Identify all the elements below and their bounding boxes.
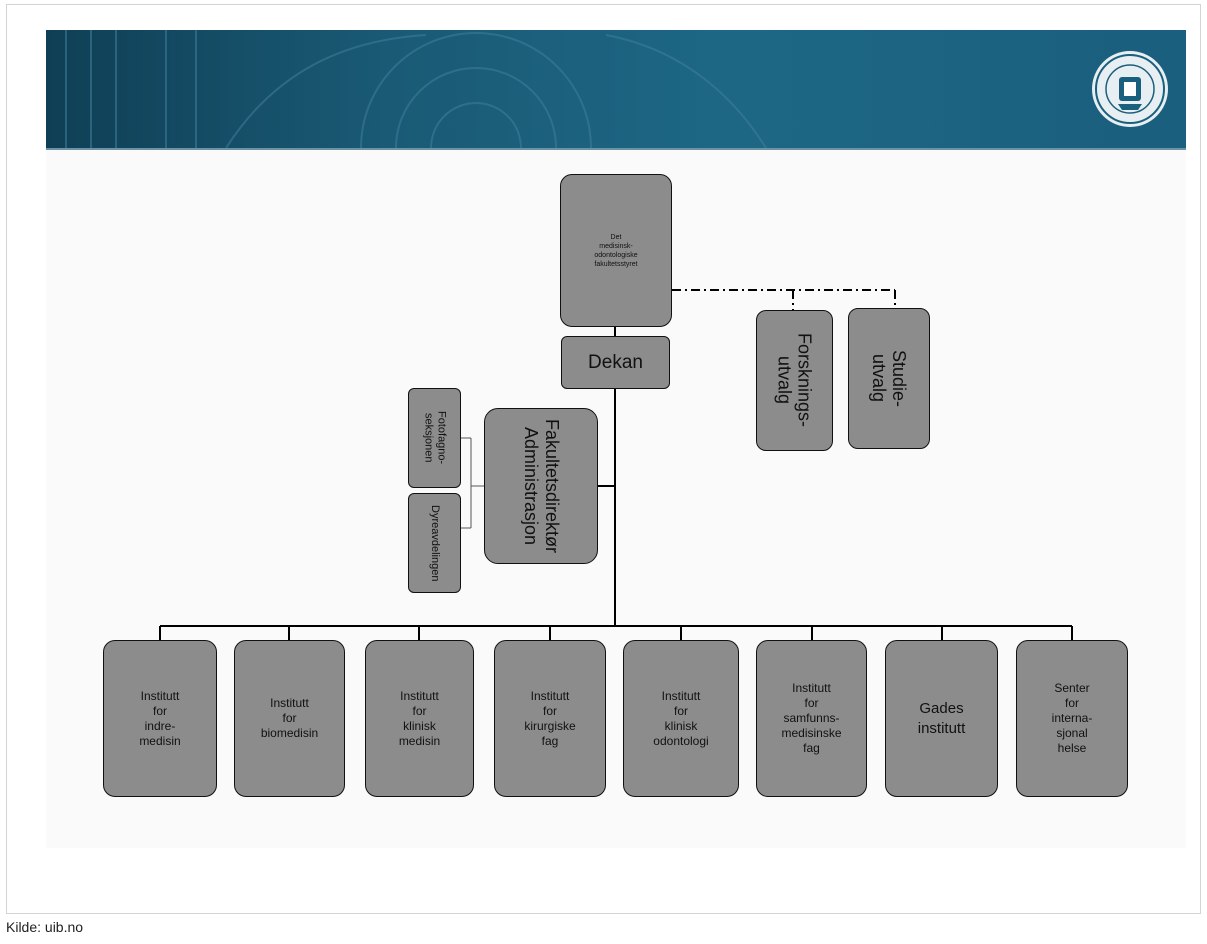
source-caption: Kilde: uib.no bbox=[6, 919, 83, 935]
committee-label-forskning: Forsknings- utvalg bbox=[775, 333, 815, 427]
board-box: Det medisinsk- odontologiske fakultetsst… bbox=[560, 174, 672, 327]
committee-box-studie: Studie- utvalg bbox=[848, 308, 930, 449]
committee-box-forskning: Forsknings- utvalg bbox=[756, 310, 833, 451]
institute-box-klinisk-medisin: Institutt for klinisk medisin bbox=[365, 640, 474, 797]
dekan-label: Dekan bbox=[588, 352, 643, 374]
institute-label: Senter for interna- sjonal helse bbox=[1052, 681, 1093, 756]
admin-unit-label-foto: Fotofagno- seksjonen bbox=[422, 411, 448, 464]
administration-box: Fakultetsdirektør Administrasjon bbox=[484, 408, 598, 564]
institute-label: Institutt for indre- medisin bbox=[139, 689, 180, 749]
institute-box-samfunnsmedisinske-fag: Institutt for samfunns- medisinske fag bbox=[756, 640, 867, 797]
institute-label: Gades institutt bbox=[918, 699, 966, 739]
institute-box-internasjonal-helse: Senter for interna- sjonal helse bbox=[1016, 640, 1128, 797]
admin-unit-box-dyr: Dyreavdelingen bbox=[408, 493, 461, 593]
institute-box-biomedisin: Institutt for biomedisin bbox=[234, 640, 345, 797]
dekan-box: Dekan bbox=[561, 336, 670, 389]
institute-box-gades-institutt: Gades institutt bbox=[885, 640, 998, 797]
institute-label: Institutt for kirurgiske fag bbox=[524, 689, 575, 749]
board-label: Det medisinsk- odontologiske fakultetsst… bbox=[594, 233, 637, 269]
committee-label-studie: Studie- utvalg bbox=[869, 350, 909, 407]
institute-box-klinisk-odontologi: Institutt for klinisk odontologi bbox=[623, 640, 739, 797]
institute-box-kirurgiske-fag: Institutt for kirurgiske fag bbox=[494, 640, 606, 797]
institute-box-indremedisin: Institutt for indre- medisin bbox=[103, 640, 217, 797]
administration-label: Fakultetsdirektør Administrasjon bbox=[520, 419, 562, 553]
admin-unit-label-dyr: Dyreavdelingen bbox=[428, 505, 441, 581]
institute-label: Institutt for biomedisin bbox=[261, 696, 318, 741]
institute-label: Institutt for samfunns- medisinske fag bbox=[781, 681, 841, 756]
institute-label: Institutt for klinisk odontologi bbox=[653, 689, 708, 749]
institute-label: Institutt for klinisk medisin bbox=[399, 689, 440, 749]
admin-unit-box-foto: Fotofagno- seksjonen bbox=[408, 388, 461, 488]
